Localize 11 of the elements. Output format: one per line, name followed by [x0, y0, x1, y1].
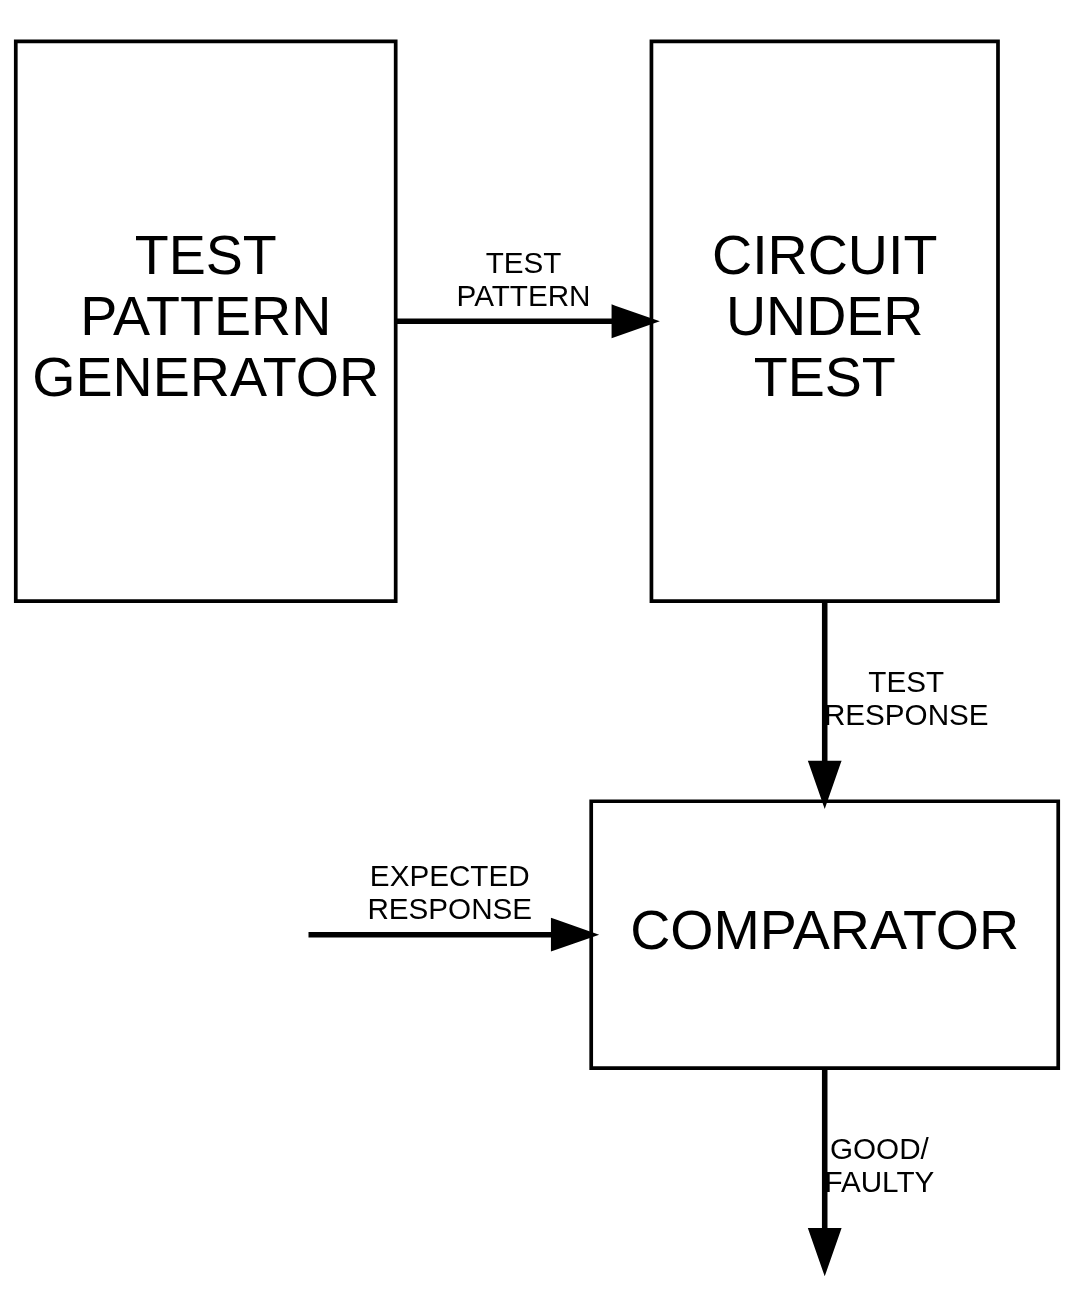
edge-label: TEST PATTERN [456, 245, 591, 312]
edge-label: GOOD/ FAULTY [824, 1131, 935, 1198]
arrow [807, 1067, 842, 1276]
edge-label: EXPECTED RESPONSE [367, 858, 533, 925]
edge-label: TEST RESPONSE [823, 664, 989, 731]
node-box: COMPARATOR [589, 798, 1061, 1070]
node-box: CIRCUIT UNDER TEST [649, 39, 1000, 603]
arrow [807, 600, 842, 809]
node-box: TEST PATTERN GENERATOR [13, 39, 398, 603]
arrow [396, 303, 660, 338]
arrow [308, 917, 600, 952]
